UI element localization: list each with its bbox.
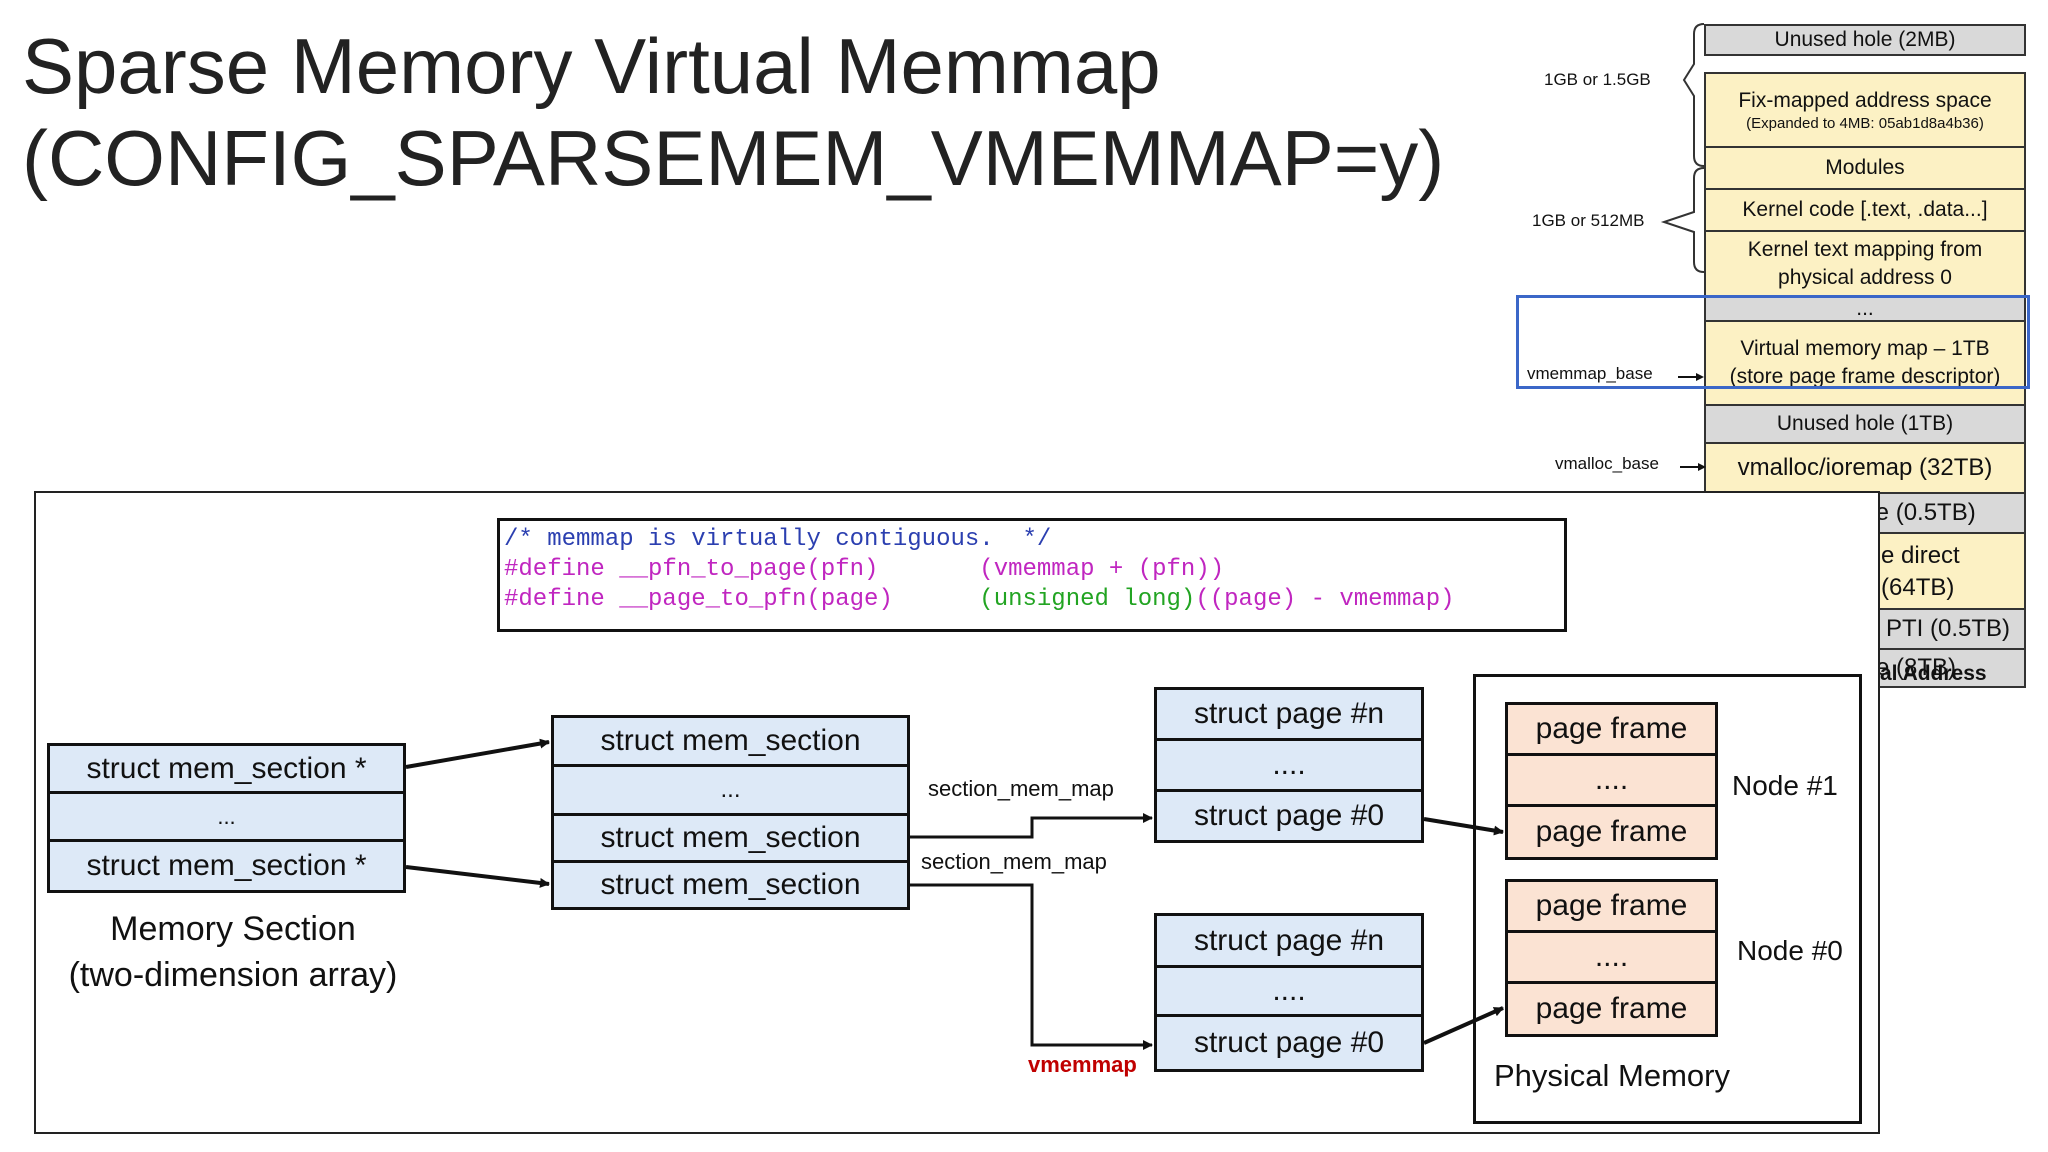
mem-section-ptr-cell-3: struct mem_section * xyxy=(47,839,406,893)
address-map-brackets xyxy=(1660,23,1705,381)
code-line2-body: ((page) - vmemmap) xyxy=(1195,586,1455,613)
page-title: Sparse Memory Virtual Memmap (CONFIG_SPA… xyxy=(22,20,1444,204)
map-block-direct-mapping-label: e direct (64TB) xyxy=(1881,542,1960,601)
vmemmap-base-arrow-head xyxy=(1696,373,1704,381)
bracket-2 xyxy=(1660,167,1705,273)
node1-page-frame-1: page frame xyxy=(1505,702,1718,756)
vmalloc-base-arrowhead xyxy=(1680,463,1706,471)
node0-label: Node #0 xyxy=(1737,935,1843,966)
mem-section-cell-4: struct mem_section xyxy=(551,860,910,910)
map-block-pti-label: PTI (0.5TB) xyxy=(1886,615,2011,642)
memory-section-caption-2: (two-dimension array) xyxy=(68,956,398,994)
page-bottom-cell-0: struct page #0 xyxy=(1154,1014,1424,1072)
map-block-fixmap-sub: (Expanded to 4MB: 05ab1d8a4b36) xyxy=(1746,115,1984,132)
code-comment: /* memmap is virtually contiguous. */ xyxy=(504,526,1052,553)
arrow-ptr1-to-section xyxy=(405,738,550,769)
map-block-unused-hole-1tb: Unused hole (1TB) xyxy=(1704,404,2026,444)
address-map-footer: al Address xyxy=(1880,662,1987,685)
bracket-1 xyxy=(1682,23,1705,167)
memory-section-caption-1: Memory Section xyxy=(110,910,356,948)
arrow-section-to-page-top xyxy=(910,813,1153,839)
title-line-2: (CONFIG_SPARSEMEM_VMEMMAP=y) xyxy=(22,114,1445,202)
physical-memory-caption: Physical Memory xyxy=(1494,1058,1730,1093)
map-block-fixmap-label: Fix-mapped address space xyxy=(1738,89,1992,112)
section-mem-map-label-2: section_mem_map xyxy=(921,849,1107,874)
map-block-8tb-label: e (8TB) xyxy=(1876,654,1957,681)
vmemmap-highlight xyxy=(1516,295,2030,389)
page-top-cell-n: struct page #n xyxy=(1154,687,1424,741)
page-top-cell-0: struct page #0 xyxy=(1154,789,1424,843)
section-mem-map-label-1: section_mem_map xyxy=(928,776,1114,801)
map-block-vmalloc: vmalloc/ioremap (32TB) xyxy=(1704,442,2026,494)
code-line2-cast: (unsigned long) xyxy=(979,586,1196,613)
page-bottom-cell-n: struct page #n xyxy=(1154,913,1424,968)
title-line-1: Sparse Memory Virtual Memmap xyxy=(22,22,1161,110)
code-box: /* memmap is virtually contiguous. */ #d… xyxy=(497,518,1567,632)
vmemmap-base-label: vmemmap_base xyxy=(1527,364,1653,383)
vmemmap-label: vmemmap xyxy=(1028,1052,1137,1077)
size-label-1: 1GB or 1.5GB xyxy=(1544,70,1651,89)
vmalloc-base-label: vmalloc_base xyxy=(1555,454,1659,473)
map-block-unused-hole-2mb: Unused hole (2MB) xyxy=(1704,24,2026,56)
code-line1-body: (vmemmap + (pfn)) xyxy=(979,556,1225,583)
map-block-virtual-memory-map: Virtual memory map – 1TB (store page fra… xyxy=(1704,320,2026,406)
map-block-kernel-text-mapping: Kernel text mapping from physical addres… xyxy=(1704,230,2026,298)
arrow-ptr2-to-section xyxy=(405,865,550,888)
node0-page-frame-1: page frame xyxy=(1505,879,1718,933)
node1-page-frame-2: page frame xyxy=(1505,804,1718,860)
code-line2-define: #define __page_to_pfn(page) xyxy=(504,586,893,613)
size-label-2: 1GB or 512MB xyxy=(1532,211,1645,230)
memory-section-caption: Memory Section (two-dimension array) xyxy=(47,906,419,998)
node0-page-frame-2: page frame xyxy=(1505,981,1718,1037)
arrow-page-bottom-to-node0 xyxy=(1423,1006,1504,1045)
map-block-fixmap: Fix-mapped address space (Expanded to 4M… xyxy=(1704,72,2026,148)
code-line1-define: #define __pfn_to_page(pfn) xyxy=(504,556,879,583)
mem-section-cell-3: struct mem_section xyxy=(551,813,910,863)
map-block-modules: Modules xyxy=(1704,146,2026,190)
arrow-section-to-page-bottom xyxy=(910,883,1153,1050)
arrow-page-top-to-node1 xyxy=(1423,817,1504,836)
mem-section-ptr-cell-1: struct mem_section * xyxy=(47,743,406,794)
node1-label: Node #1 xyxy=(1732,770,1838,801)
page-top-cell-dots: .... xyxy=(1154,738,1424,792)
